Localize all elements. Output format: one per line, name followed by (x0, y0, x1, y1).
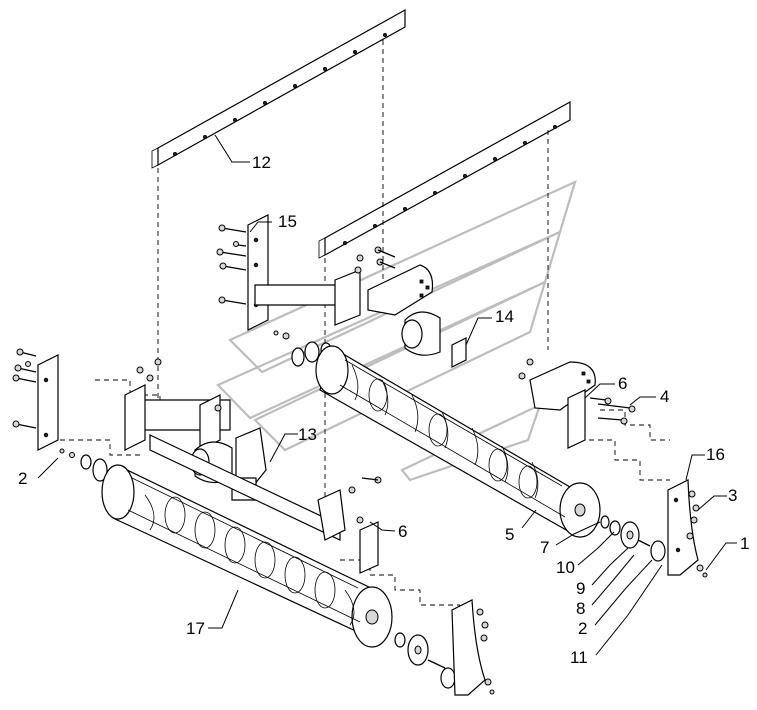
callout-labels: 12 15 14 6 4 13 16 3 2 5 6 7 1 10 9 8 17… (18, 153, 749, 667)
callout-12: 12 (252, 153, 271, 172)
callout-10: 10 (556, 558, 575, 577)
callout-16: 16 (706, 445, 725, 464)
callout-9: 9 (576, 579, 585, 598)
watermark-logo (216, 179, 577, 482)
strip-lower (318, 100, 571, 259)
callout-17: 17 (186, 619, 205, 638)
callout-2-right: 2 (578, 619, 587, 638)
callout-6-upper: 6 (618, 374, 627, 393)
lower-axle-assembly (12, 348, 382, 574)
upper-roller (315, 345, 601, 538)
callout-1: 1 (740, 534, 749, 553)
callout-3: 3 (728, 486, 737, 505)
part-12-strip (151, 8, 406, 169)
callout-6-lower: 6 (398, 522, 407, 541)
lower-roller-hardware (394, 599, 495, 696)
callout-13: 13 (298, 425, 317, 444)
callout-4: 4 (660, 387, 669, 406)
upper-axle-assembly (216, 214, 636, 449)
callout-8: 8 (576, 599, 585, 618)
lower-roller (101, 464, 393, 648)
callout-11: 11 (570, 648, 588, 667)
callout-5: 5 (505, 525, 514, 544)
callout-14: 14 (495, 307, 514, 326)
upper-roller-hardware (600, 479, 708, 578)
callout-15: 15 (278, 212, 297, 231)
callout-7: 7 (540, 538, 549, 557)
leader-lines (37, 134, 737, 656)
callout-2-left: 2 (18, 469, 27, 488)
